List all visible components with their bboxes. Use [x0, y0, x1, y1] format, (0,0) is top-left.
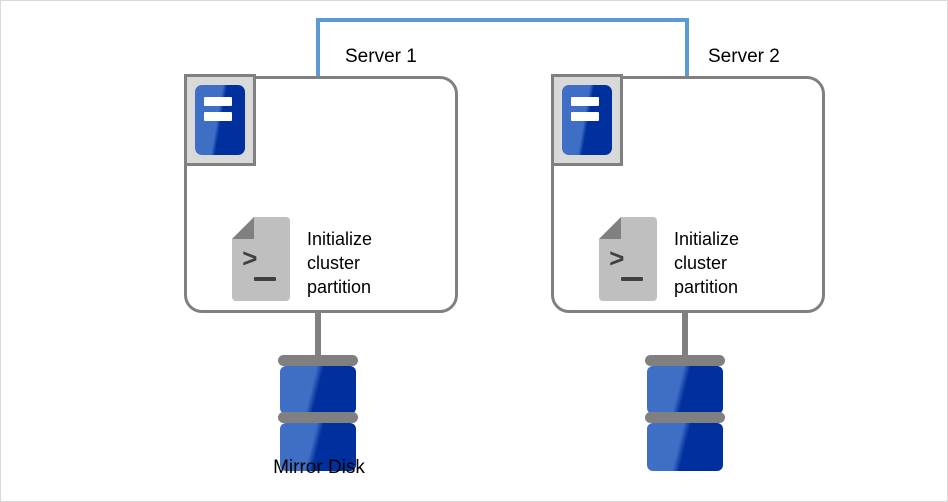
- disk-bar-middle: [278, 412, 358, 423]
- disk-bar-top: [278, 355, 358, 366]
- action-line-1: Initialize: [307, 229, 373, 249]
- doc-prompt-glyph: >: [242, 245, 258, 275]
- server-2-label: Server 2: [708, 46, 780, 67]
- doc-fold-corner: [599, 217, 621, 239]
- server-1-mirror-disk-icon: [278, 355, 358, 477]
- server-2-disk-connector: [682, 311, 688, 361]
- disk-block-upper: [647, 366, 723, 414]
- action-line-3: partition: [307, 276, 372, 297]
- action-line-3: partition: [674, 276, 739, 297]
- doc-cursor-underscore: [621, 277, 643, 281]
- server-2-action-text: Initialize cluster partition: [674, 228, 739, 300]
- server-icon-bar-top: [571, 96, 599, 106]
- server-2-script-terminal-icon: >: [599, 217, 657, 301]
- server-1-action-text: Initialize cluster partition: [307, 228, 372, 300]
- server-icon-bar-top: [204, 96, 232, 106]
- interconnect-left-vertical: [316, 18, 320, 76]
- action-line-2: cluster: [307, 252, 361, 273]
- disk-bar-top: [645, 355, 725, 366]
- interconnect-horizontal: [316, 18, 689, 22]
- action-line-2: cluster: [674, 252, 728, 273]
- server-icon-bar-bottom: [204, 111, 232, 121]
- server-1-disk-label: Mirror Disk: [273, 457, 365, 478]
- doc-body: [232, 217, 290, 301]
- server-1-label: Server 1: [345, 46, 417, 67]
- doc-body: [599, 217, 657, 301]
- server-1-server-icon: [184, 74, 256, 166]
- disk-bar-middle: [645, 412, 725, 423]
- server-icon-bar-bottom: [571, 111, 599, 121]
- server-1-script-terminal-icon: >: [232, 217, 290, 301]
- doc-cursor-underscore: [254, 277, 276, 281]
- action-line-1: Initialize: [674, 229, 740, 249]
- interconnect-right-vertical: [685, 18, 689, 76]
- server-1-disk-connector: [315, 311, 321, 361]
- server-icon-body: [562, 85, 612, 155]
- server-2-mirror-disk-icon: [645, 355, 725, 477]
- doc-fold-corner: [232, 217, 254, 239]
- server-2-server-icon: [551, 74, 623, 166]
- doc-prompt-glyph: >: [609, 245, 625, 275]
- disk-block-upper: [280, 366, 356, 414]
- server-icon-body: [195, 85, 245, 155]
- disk-block-lower: [280, 423, 356, 471]
- disk-block-lower: [647, 423, 723, 471]
